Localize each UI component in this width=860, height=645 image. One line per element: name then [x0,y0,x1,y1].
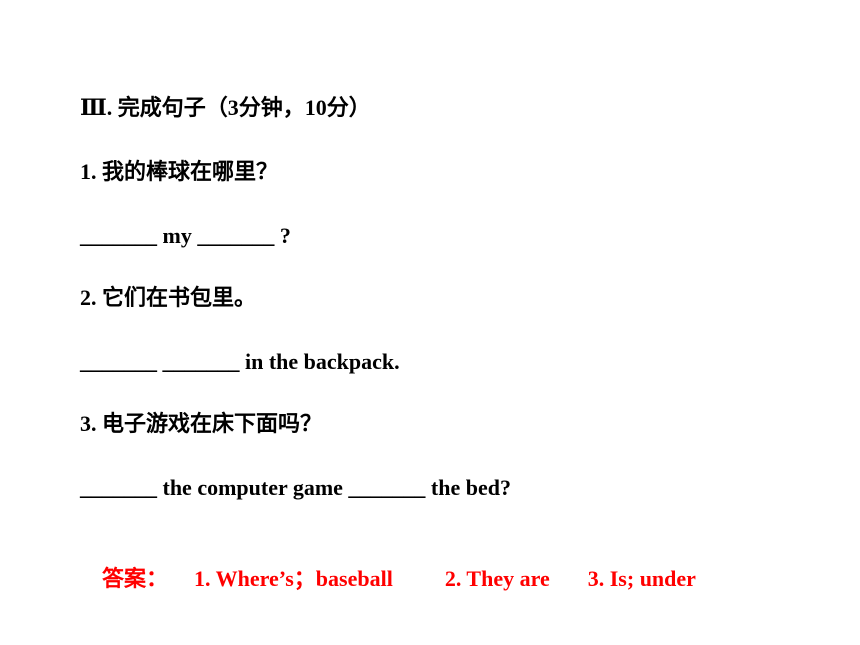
question-3-blank-line: _______ the computer game _______ the be… [80,475,511,500]
answer-item-2: 2. They are [444,566,550,591]
question-1-blank-line: _______ my _______ ? [80,223,291,248]
answer-label: 答案： [102,566,169,591]
answer-key: 答案： 1. Where’s；baseball 2. They are 3. Is; … [80,537,696,621]
answer-item-1: 1. Where’s；baseball [194,566,393,591]
question-2-prompt: 2. 它们在书包里。 [80,285,257,310]
answer-item-3: 3. Is; under [587,566,696,591]
section-heading: Ⅲ. 完成句子（3分钟，10分） [80,95,371,120]
question-2-blank-line: _______ _______ in the backpack. [80,349,400,374]
question-1-prompt: 1. 我的棒球在哪里？ [80,159,279,184]
question-3-prompt: 3. 电子游戏在床下面吗？ [80,411,323,436]
